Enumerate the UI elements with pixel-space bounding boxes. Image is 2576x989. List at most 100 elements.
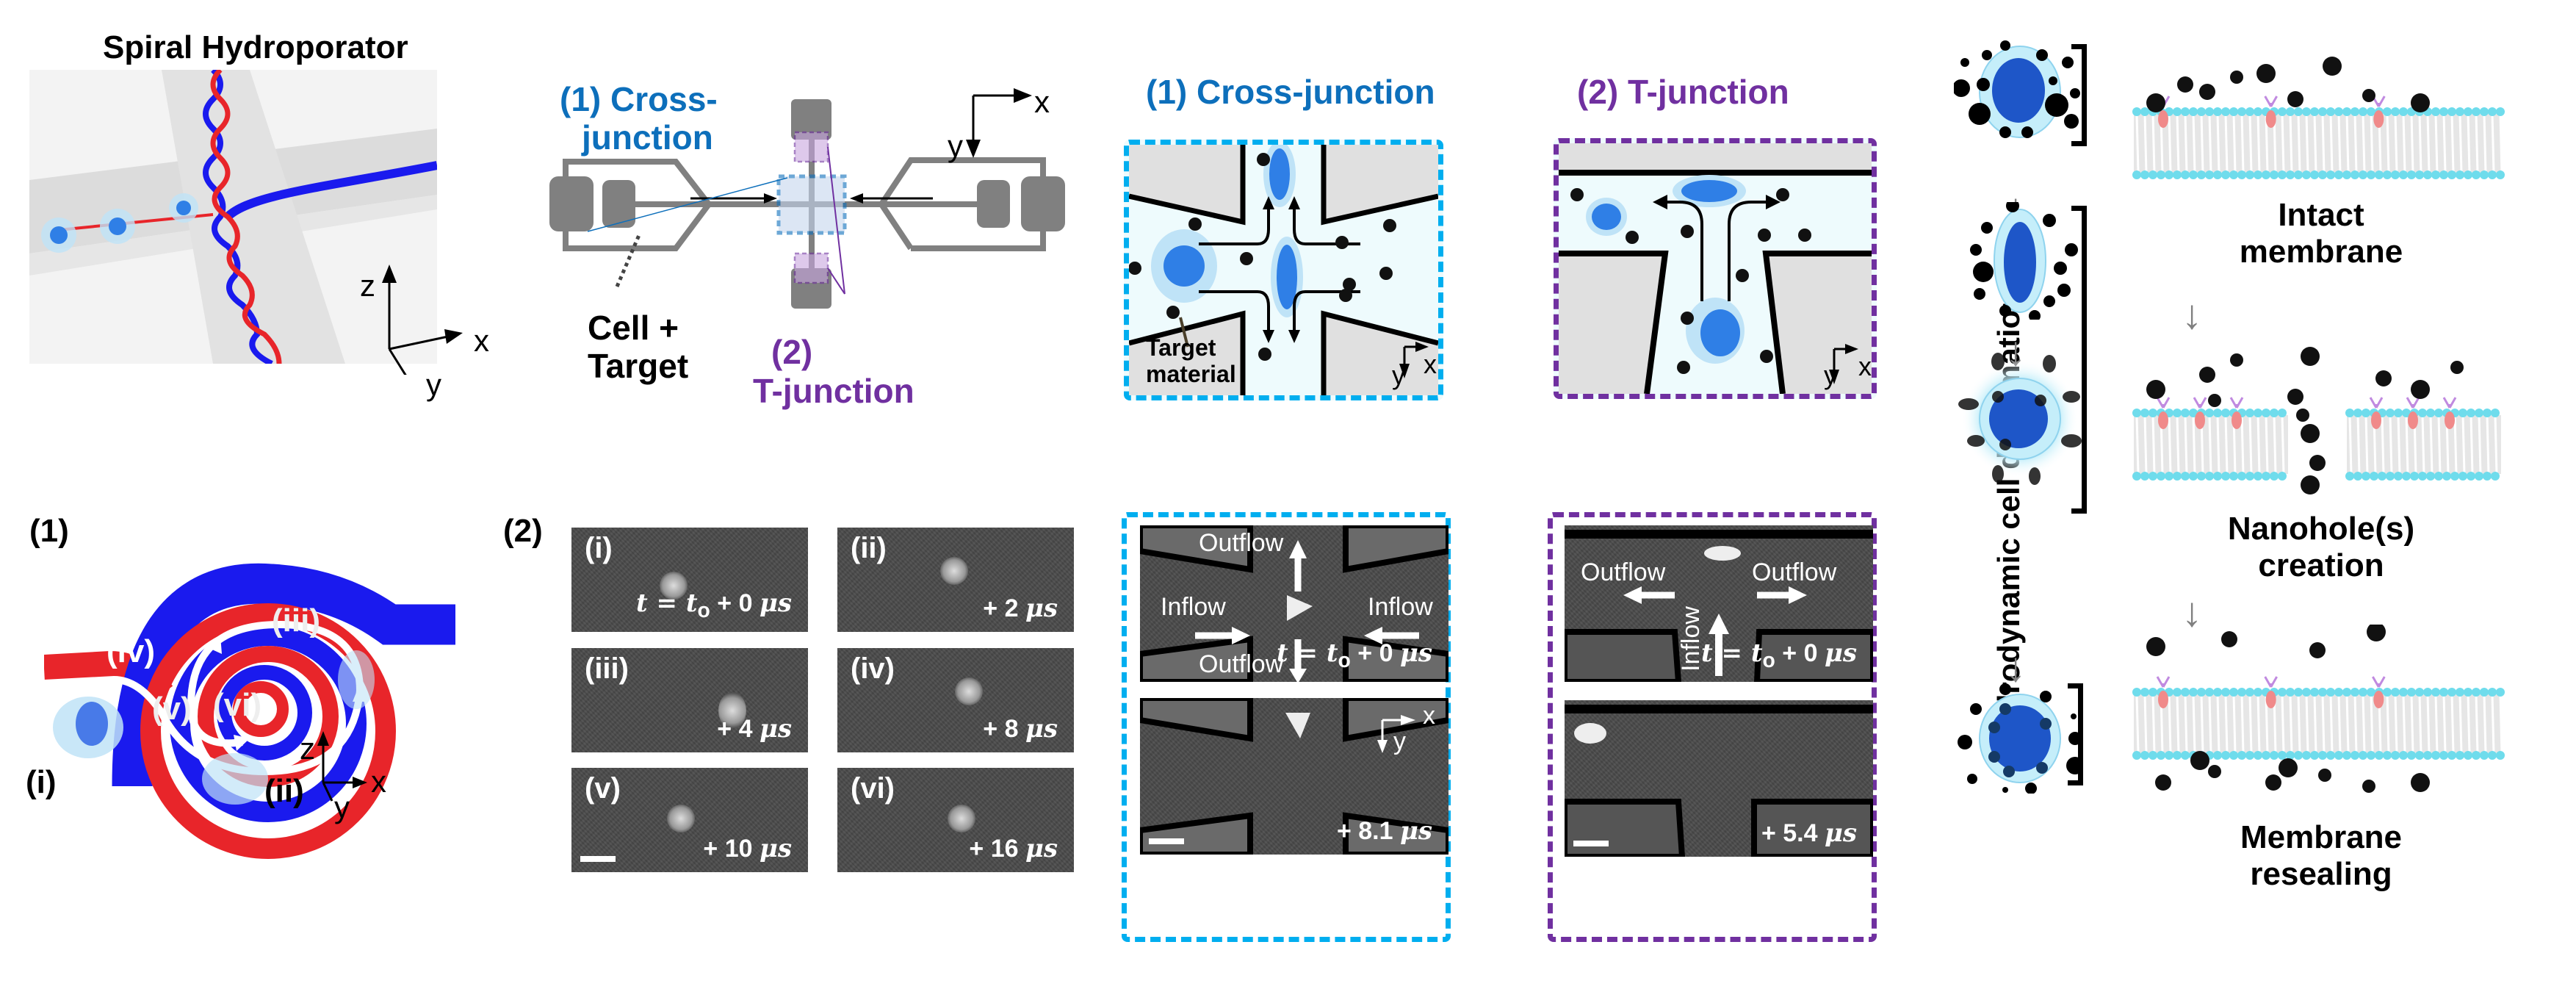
caption-intact-a: Intact [2278, 197, 2364, 233]
t-outflow-label-right: Outflow [1752, 558, 1837, 586]
spiral-panel-label: (1) [29, 513, 69, 549]
spiral-axis-z: z [300, 731, 315, 766]
cross-junction-schematic-box [1124, 140, 1443, 400]
chip-axis-x: x [1034, 84, 1050, 119]
cross-junction-schematic [1129, 145, 1438, 395]
intact-cell-illustration [1954, 40, 2080, 138]
deformed-cell [1287, 595, 1313, 621]
t-micro-frame-bottom: + 5.4 μs [1565, 700, 1873, 857]
internalized-particles [1988, 703, 2052, 777]
timelapse-frame: (iv) + 8 μs [837, 648, 1074, 752]
spiral-vortex-render [44, 563, 455, 859]
intact-membrane [2132, 57, 2505, 179]
cell-nucleus [1989, 705, 2051, 772]
cell-image [940, 557, 968, 585]
t-micro-frame-top: Outflow Outflow Inflow t = to + 0 μs [1565, 525, 1873, 682]
outflow-arrow-up [1289, 540, 1307, 558]
axis-label-x: x [474, 323, 489, 358]
cross-time-top: t = to + 0 μs [1276, 639, 1432, 672]
membrane-arrow-1: ↓ [2182, 291, 2202, 337]
frame-label: (iv) [851, 652, 895, 685]
cross-micro-frame-top: Outflow Inflow Inflow Outflow t = to + 0… [1140, 525, 1448, 682]
t-channel-walls [1565, 530, 1873, 682]
red-spiral-core [233, 681, 289, 737]
channel-wall [1559, 251, 1669, 394]
target-particles [1954, 40, 2080, 138]
caption-nanohole-a: Nanohole(s) [2227, 511, 2415, 547]
cross-junction-title: (1) Cross-junction [1146, 73, 1435, 111]
scale-bar [580, 856, 616, 862]
cell-nucleus [50, 226, 68, 244]
target-material-label: Target material [1146, 334, 1236, 387]
frame-time: + 2 μs [983, 594, 1058, 623]
channel-wall [1321, 310, 1438, 395]
outflow-label-bottom: Outflow [1199, 650, 1284, 678]
red-helix [210, 70, 282, 364]
blue-spiral-inner [217, 665, 312, 760]
frame-label: (ii) [851, 532, 887, 564]
caption-intact-b: membrane [2239, 234, 2403, 270]
t-time-bottom: + 5.4 μs [1761, 819, 1857, 848]
frame-time: + 16 μs [969, 834, 1058, 863]
inlet-reservoir-left [549, 176, 594, 231]
t-junction-schematic-box [1554, 138, 1877, 399]
t-outflow-label-left: Outflow [1581, 558, 1666, 586]
cell-image [948, 805, 975, 832]
inflow-arrow-up [1709, 614, 1729, 634]
bracket-resealing [2068, 683, 2083, 785]
cross-time-bottom: + 8.1 μs [1336, 816, 1432, 846]
caption-nanohole: Nanohole(s) creation [2115, 511, 2527, 584]
outflow-arrow-left [1623, 586, 1642, 604]
timelapse-frame: (ii) + 2 μs [837, 528, 1074, 632]
blue-helix [203, 70, 273, 364]
blue-streamline-outlet [224, 161, 437, 220]
porated-cell-illustration [1958, 353, 2082, 485]
frame-label: (v) [585, 772, 621, 805]
target-material-label-a: Target [1146, 334, 1216, 361]
chip-cross-num: (1) [560, 80, 602, 118]
nanohole-membrane [2132, 347, 2501, 495]
inlet-reservoir-right [1021, 176, 1065, 231]
bracket-nanohole [2071, 206, 2087, 514]
caption-resealing-a: Membrane [2240, 819, 2403, 855]
blue-spiral-mid [170, 625, 367, 822]
xy-axes-icon [966, 88, 1032, 158]
xyz-axes-icon [382, 265, 463, 375]
channel-wall [1129, 145, 1246, 226]
axis-label-y: y [426, 367, 441, 402]
spiral-axis-y: y [334, 790, 350, 824]
cell-nucleus [1989, 389, 2048, 448]
membrane-arrow-2: ↓ [2182, 589, 2202, 635]
inflow-arrow-left [764, 193, 777, 204]
inflow-label-right: Inflow [1368, 593, 1433, 621]
filter-right [977, 180, 1010, 228]
timelapse-frame: (vi) + 16 μs [837, 768, 1074, 872]
cross-axis-x: x [1424, 349, 1437, 379]
outlet-reservoir-top [791, 99, 831, 140]
filter-left [602, 180, 635, 228]
flow-streamlines [1662, 201, 1772, 301]
cross-axis-y: y [1392, 360, 1405, 390]
caption-nanohole-b: creation [2258, 547, 2384, 583]
stage-arrow-3: ↓ [2005, 644, 2026, 690]
frame-label: (iii) [585, 652, 629, 685]
spiral-stage-i: (i) [26, 764, 57, 800]
scale-bar [1573, 841, 1609, 846]
deformed-cell [1574, 723, 1606, 744]
cross-micro-frame-bottom: x y + 8.1 μs [1140, 698, 1448, 855]
cross-channel-walls [1140, 698, 1448, 855]
frame-time: + 10 μs [703, 834, 792, 863]
cross-micro-axis-x: x [1423, 702, 1435, 730]
cell-nucleus [76, 702, 108, 746]
chip-t-junction-num: (2) [771, 333, 813, 371]
chip-inlet-label-a: Cell + [588, 309, 679, 347]
flow-streamlines [1199, 204, 1360, 336]
timelapse-frame: (v) + 10 μs [571, 768, 808, 872]
caption-resealing: Membrane resealing [2115, 819, 2527, 893]
cell-nucleus [109, 217, 126, 235]
channel-wall [1321, 145, 1438, 226]
target-particles [1970, 202, 2078, 320]
microfluidic-chip-schematic [549, 99, 1065, 309]
deformed-cell [1704, 546, 1741, 561]
spiral-stage-v: (v) [152, 691, 192, 727]
